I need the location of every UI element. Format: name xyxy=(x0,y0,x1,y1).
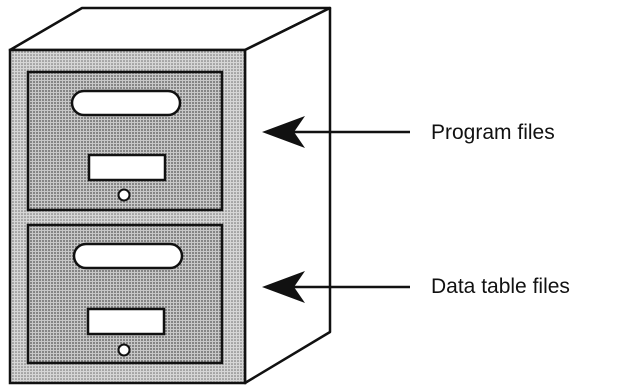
bottom-drawer-handle xyxy=(72,242,184,270)
top-drawer xyxy=(26,70,224,212)
data-table-files-arrow xyxy=(262,271,410,303)
top-drawer-lock xyxy=(117,188,131,202)
top-drawer-label-holder xyxy=(87,153,167,182)
cabinet-side xyxy=(243,6,332,385)
program-files-label: Program files xyxy=(431,121,555,144)
program-files-arrowhead xyxy=(262,116,305,148)
data-table-files-arrowhead xyxy=(262,271,305,303)
bottom-drawer xyxy=(26,223,224,365)
bottom-drawer-lock xyxy=(117,343,131,357)
data-table-files-label: Data table files xyxy=(431,275,570,298)
top-drawer-handle xyxy=(70,89,182,117)
bottom-drawer-label-holder xyxy=(86,307,166,336)
program-files-arrow xyxy=(262,116,410,148)
